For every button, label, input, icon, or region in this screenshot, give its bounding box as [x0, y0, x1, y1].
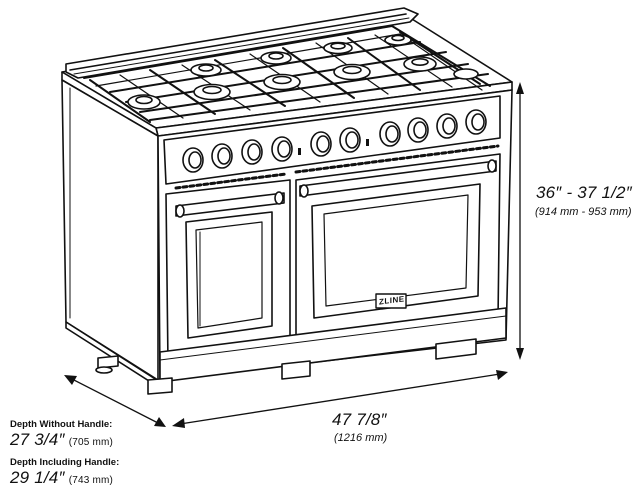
height-metric-label: (914 mm - 953 mm) [535, 206, 632, 218]
width-metric-label: (1216 mm) [334, 432, 388, 444]
knob-8 [407, 117, 429, 143]
width-dimension-line [172, 370, 508, 428]
height-dimension-line [516, 82, 524, 360]
depth-including-handle-caption: Depth Including Handle: [10, 457, 120, 468]
right-oven-door [295, 153, 501, 349]
leveling-feet [95, 338, 477, 395]
depth-without-handle-caption: Depth Without Handle: [10, 419, 113, 430]
left-door-handle[interactable] [175, 191, 285, 218]
knob-7 [379, 121, 401, 147]
kick-plate [65, 307, 507, 389]
depth-without-handle-metric: (705 mm) [68, 437, 114, 448]
knob-9 [436, 113, 458, 139]
brand-badge-frame [375, 293, 407, 309]
knob-3 [241, 139, 263, 165]
knob-5 [310, 131, 332, 157]
left-oven-door [165, 179, 291, 365]
back-riser [65, 7, 419, 79]
depth-including-handle-imperial-value: 29 1/4″ [10, 468, 65, 487]
height-imperial-label: 36″ - 37 1/2″ [536, 183, 632, 202]
depth-dimension-line [64, 375, 166, 427]
knob-1 [182, 147, 204, 173]
right-door-handle[interactable] [299, 159, 497, 198]
width-imperial-label: 47 7/8″ [332, 410, 387, 429]
depth-without-handle-imperial: 27 3/4″(705 mm) [10, 430, 113, 450]
depth-including-handle-imperial: 29 1/4″(743 mm) [10, 468, 113, 488]
vent-strips [174, 144, 500, 190]
depth-including-handle-metric: (743 mm) [68, 475, 114, 486]
knob-10 [465, 109, 487, 135]
control-knobs [182, 109, 487, 173]
burner-heads [127, 34, 479, 110]
knob-4 [271, 136, 293, 162]
knob-6 [339, 127, 361, 153]
knob-2 [211, 143, 233, 169]
depth-without-handle-imperial-value: 27 3/4″ [10, 430, 65, 449]
